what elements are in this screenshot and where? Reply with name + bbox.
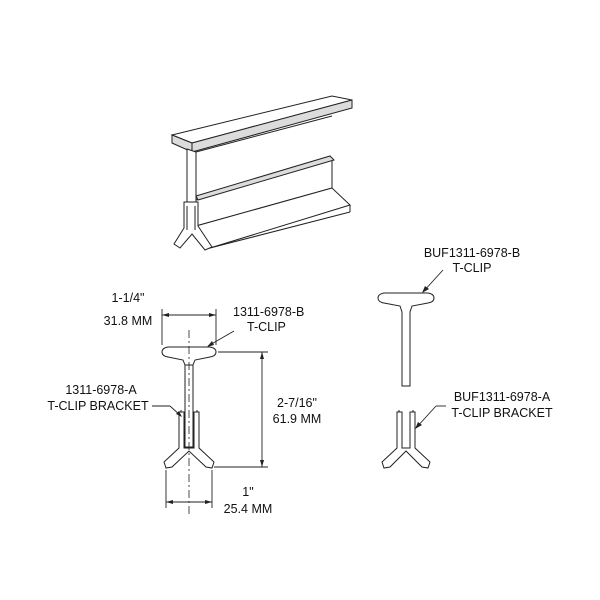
- left-clip-part-name: T-CLIP: [247, 320, 286, 334]
- width-arrow-left: [162, 313, 169, 317]
- height-label-imperial: 2-7/16": [277, 396, 317, 410]
- right-exploded-view: [377, 269, 446, 469]
- base-label-metric: 25.4 MM: [224, 502, 273, 516]
- right-clip-part-number: BUF1311-6978-B: [424, 246, 520, 260]
- left-clip-part-number: 1311-6978-B: [233, 305, 304, 319]
- width-label-metric: 31.8 MM: [104, 314, 153, 328]
- width-arrow-right: [209, 313, 216, 317]
- left-elevation: [152, 309, 268, 515]
- height-arrow-top: [260, 352, 264, 359]
- iso-flange-long-edge: [191, 99, 353, 153]
- width-label-imperial: 1-1/4": [112, 291, 145, 305]
- right-bracket-part-number: BUF1311-6978-A: [454, 390, 551, 404]
- height-label-metric: 61.9 MM: [273, 412, 322, 426]
- base-arrow-right: [205, 500, 212, 504]
- base-label-imperial: 1": [242, 485, 253, 499]
- height-arrow-bottom: [260, 460, 264, 467]
- left-clip-flange: [161, 346, 217, 366]
- iso-web-edge: [195, 115, 333, 153]
- left-bracket-part-number: 1311-6978-A: [65, 383, 137, 397]
- right-clip-leader-arrow: [422, 286, 429, 293]
- right-bracket-leader-arrow: [415, 422, 422, 429]
- clip-leader-arrow: [207, 341, 214, 347]
- right-bracket-part-name: T-CLIP BRACKET: [451, 406, 553, 420]
- right-bracket: [381, 411, 431, 469]
- isometric-assembly: [170, 95, 353, 251]
- right-clip-part-name: T-CLIP: [453, 261, 492, 275]
- iso-flange-top: [170, 95, 353, 144]
- iso-bracket-top: [195, 155, 335, 201]
- bracket-leader-arrow: [176, 411, 182, 417]
- base-arrow-left: [166, 500, 173, 504]
- right-clip: [377, 292, 435, 387]
- left-bracket-part-name: T-CLIP BRACKET: [47, 399, 149, 413]
- iso-bracket-profile: [173, 201, 213, 251]
- iso-bracket-bottom: [209, 211, 351, 249]
